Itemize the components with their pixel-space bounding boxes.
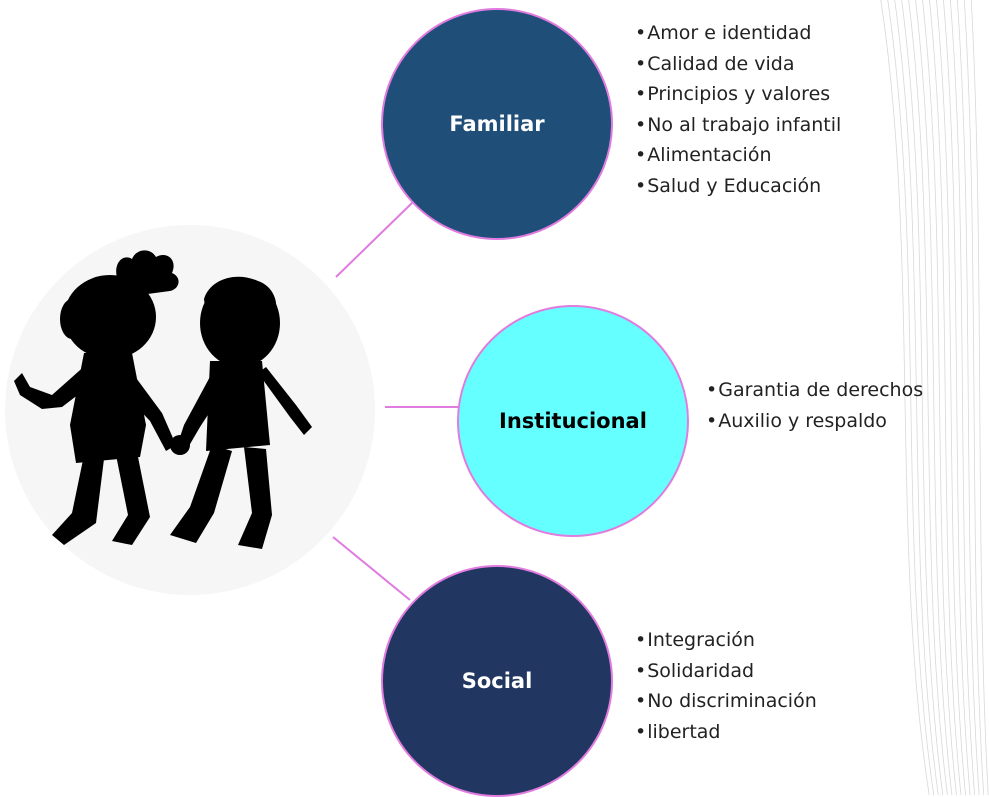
list-item: Auxilio y respaldo [706, 406, 923, 437]
background-curve [963, 0, 985, 795]
list-item: Alimentación [635, 140, 841, 171]
background-curve [949, 0, 976, 795]
node-label-familiar: Familiar [449, 112, 545, 136]
background-curve [929, 0, 962, 795]
background-curve [908, 0, 948, 795]
node-label-social: Social [461, 669, 533, 693]
familiar-item-list: Amor e identidad Calidad de vida Princip… [635, 18, 841, 201]
list-item: Garantia de derechos [706, 375, 923, 406]
children-silhouette-shapes [14, 250, 312, 549]
list-item: Calidad de vida [635, 49, 841, 80]
background-curve [943, 0, 971, 795]
social-item-list: Integración Solidaridad No discriminació… [635, 625, 817, 747]
background-curve [915, 0, 953, 795]
background-curve [956, 0, 980, 795]
list-item: Solidaridad [635, 656, 817, 687]
list-item: Amor e identidad [635, 18, 841, 49]
list-item: Integración [635, 625, 817, 656]
node-social: Social [381, 565, 613, 797]
node-familiar: Familiar [381, 8, 613, 240]
background-curve [922, 0, 957, 795]
background-curve [936, 0, 966, 795]
children-silhouette-image [14, 250, 312, 549]
background-curve [970, 0, 989, 795]
list-item: libertad [635, 717, 817, 748]
list-item: No al trabajo infantil [635, 110, 841, 141]
list-item: Salud y Educación [635, 171, 841, 202]
node-label-institucional: Institucional [499, 409, 647, 433]
node-institucional: Institucional [457, 305, 689, 537]
connector-familiar [335, 201, 414, 278]
institucional-item-list: Garantia de derechos Auxilio y respaldo [706, 375, 923, 436]
list-item: No discriminación [635, 686, 817, 717]
list-item: Principios y valores [635, 79, 841, 110]
connector-social [332, 536, 411, 601]
